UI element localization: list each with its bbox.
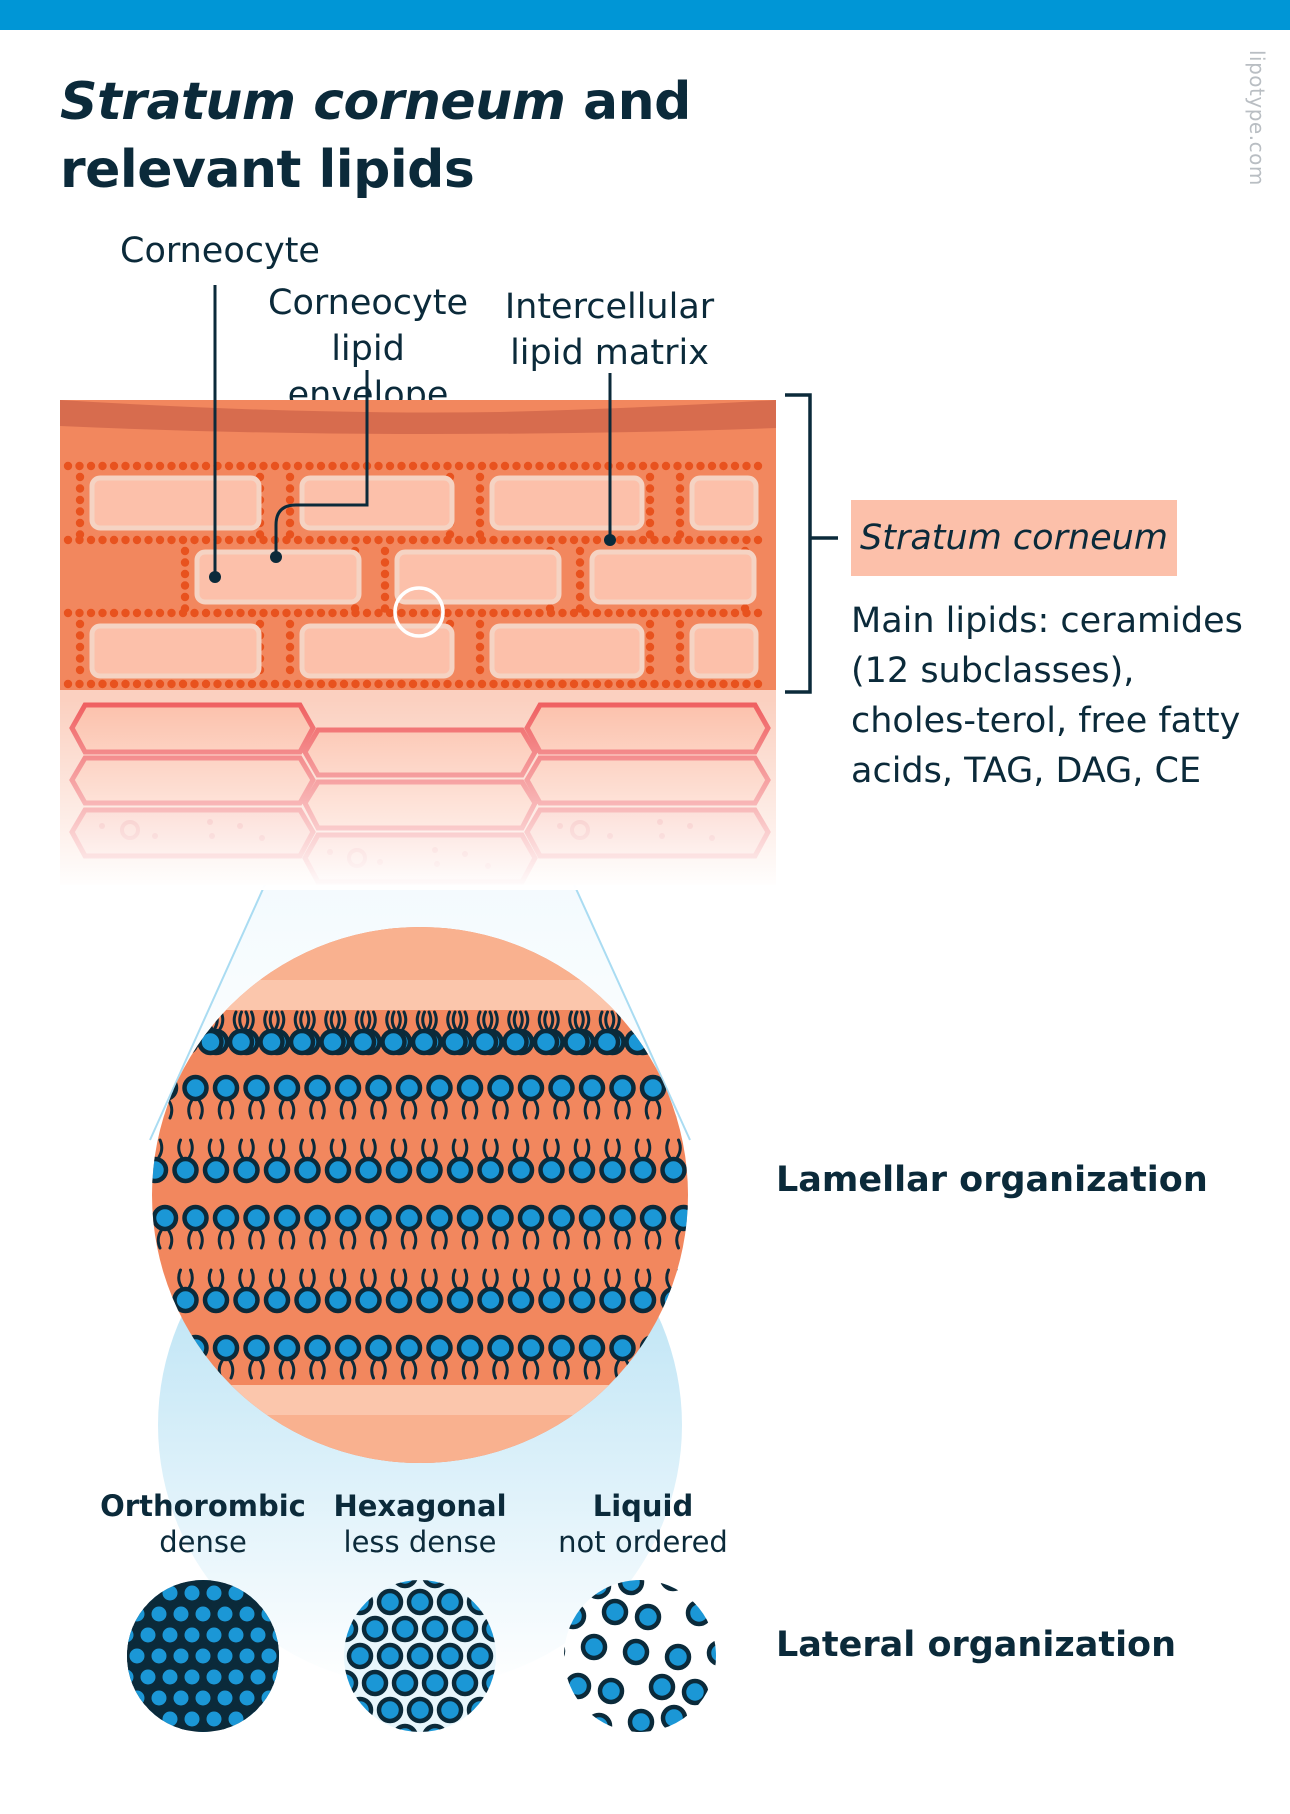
phase-orthorombic: Orthorombic dense [83, 1488, 323, 1560]
lamellar-circle [152, 927, 688, 1463]
page-title: Stratum corneum and relevant lipids [60, 68, 691, 204]
label-matrix-line1: Intercellular [504, 287, 715, 327]
lamellar-organization-label: Lamellar organization [776, 1160, 1208, 1200]
phase-liquid: Liquid not ordered [523, 1488, 763, 1560]
title-line2: relevant lipids [60, 140, 475, 200]
phase-name: Liquid [592, 1489, 694, 1523]
phase-desc: not ordered [558, 1525, 728, 1559]
label-pointers [213, 285, 612, 575]
stratum-corneum-box: Stratum corneum [851, 500, 1177, 576]
phase-desc: dense [159, 1525, 247, 1559]
title-italic: Stratum corneum [60, 72, 566, 132]
phase-hexagonal: Hexagonal less dense [300, 1488, 540, 1560]
title-rest: and [565, 72, 691, 132]
pointer-dot-corneocyte [209, 571, 221, 583]
phase-name: Hexagonal [333, 1489, 507, 1523]
label-matrix-line2: lipid matrix [510, 333, 709, 373]
phase-name: Orthorombic [100, 1489, 306, 1523]
top-accent-bar [0, 0, 1290, 30]
pointer-dot-envelope [270, 551, 282, 563]
stratum-bracket [785, 393, 838, 694]
label-corneocyte: Corneocyte [120, 231, 320, 271]
label-envelope-line1: Corneocyte [268, 283, 468, 323]
label-lipid-matrix: Intercellular lipid matrix [502, 284, 717, 376]
pointer-dot-matrix [604, 534, 616, 546]
zoom-focus-circle [393, 586, 445, 638]
skin-section [60, 400, 776, 890]
main-lipids-text: Main lipids: ceramides (12 subclasses), … [851, 601, 1243, 791]
lateral-organization-label: Lateral organization [776, 1625, 1177, 1665]
site-watermark: lipotype.com [1245, 50, 1269, 186]
phase-desc: less dense [343, 1525, 497, 1559]
